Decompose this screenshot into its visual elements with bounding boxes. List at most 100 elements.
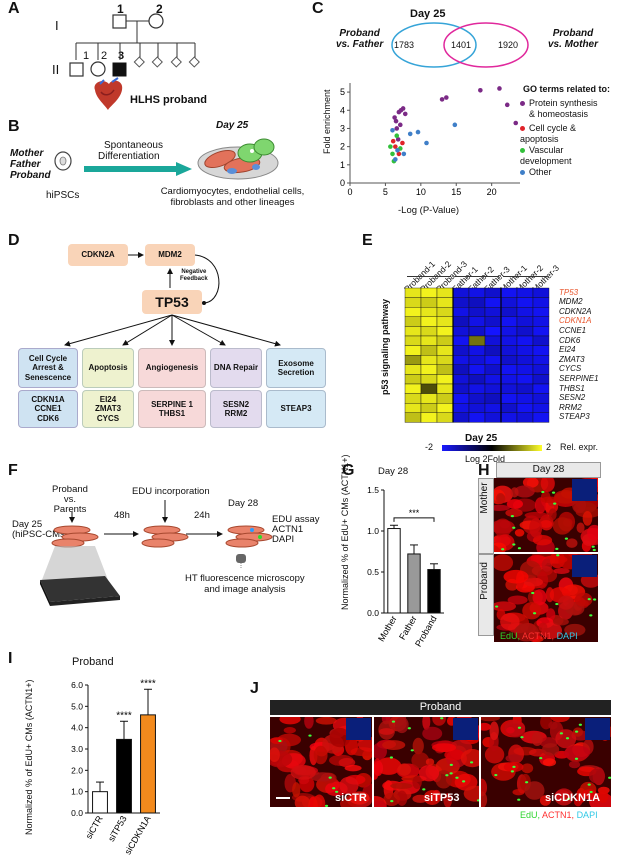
go-legend-label: Cell cycle & apoptosis (520, 123, 577, 144)
heatmap-row-label: THBS1 (559, 383, 585, 393)
category-head-angiogenesis: Angiogenesis (138, 348, 206, 388)
go-legend-item: Cell cycle & apoptosis (520, 123, 617, 145)
sibling2-circle-icon (90, 61, 106, 77)
cell-blob (460, 749, 479, 768)
scatter-point (444, 95, 449, 100)
scatter-point (390, 138, 396, 144)
y-tick-label: 1 (340, 160, 345, 170)
color-scale-bar (442, 445, 542, 451)
edu-nucleus (575, 730, 579, 733)
inset-box (572, 555, 597, 577)
heatmap-grid (404, 287, 550, 423)
inset-box (585, 718, 610, 740)
heatmap-cell (484, 307, 502, 318)
scale-min-label: -2 (425, 442, 434, 452)
heatmap-cell (500, 287, 518, 298)
edu-nucleus (494, 773, 498, 777)
microscopy-caption: HT fluorescence microscopy and image ana… (185, 573, 305, 595)
edu-nucleus (564, 537, 569, 540)
cell-blob (313, 745, 328, 765)
heatmap-cell (532, 354, 550, 365)
cell-blob (500, 613, 520, 631)
scatter-point (394, 133, 400, 139)
cell-blob (290, 764, 316, 780)
scale-max-label: 2 (546, 442, 552, 452)
cell-blob (315, 717, 337, 725)
panel-label-a: A (8, 0, 20, 17)
heatmap-cell (500, 354, 518, 365)
donor-father: Father (10, 159, 41, 170)
edu-nucleus (589, 614, 593, 617)
cell-blob (588, 768, 606, 784)
heatmap-cell (516, 326, 534, 337)
heatmap-cell (436, 364, 454, 375)
heatmap-cell (452, 307, 470, 318)
cell-blob (514, 485, 535, 498)
y-tick-label: 6.0 (71, 680, 83, 690)
miscarriage-diamond-icon (170, 56, 182, 68)
network-arrows (64, 252, 281, 347)
heatmap-cell (532, 345, 550, 356)
y-tick-label: 0.0 (71, 808, 83, 818)
cell-blob (481, 791, 488, 807)
assay-actn1: ACTN1 (272, 524, 304, 535)
edu-nucleus (308, 734, 312, 737)
scatter-point (393, 144, 398, 149)
proband-row-label: Proband (479, 562, 490, 600)
bar (116, 738, 132, 814)
heatmap-cell (436, 307, 454, 318)
cell-blob (522, 478, 539, 488)
y-tick-label: 5 (340, 87, 345, 97)
heatmap-cell (420, 383, 438, 394)
heatmap-cell (532, 412, 550, 423)
scatter-point (401, 151, 407, 157)
edu-nucleus (539, 756, 543, 760)
category-head-apoptosis: Apoptosis (82, 348, 134, 388)
panel-label-j: J (250, 680, 259, 697)
heatmap-cell (436, 287, 454, 298)
heatmap-row-label: CDKN1A (559, 316, 592, 326)
time-48h: 48h (114, 510, 130, 521)
cell-blob (484, 745, 505, 764)
cell-blob (411, 752, 430, 769)
heatmap-cell (516, 335, 534, 346)
edu-nucleus (278, 739, 282, 743)
cell-blob (394, 717, 409, 734)
panel-label-d: D (8, 232, 20, 249)
edu-labeled-cells-icon (225, 525, 273, 548)
venn-left-label-line2: vs. Father (336, 39, 384, 50)
heatmap-cell (500, 393, 518, 404)
day25-cm-label: Day 25 (hiPSC-CMs) (12, 520, 68, 540)
y-tick-label: 1.5 (367, 485, 379, 495)
heatmap-cell (436, 412, 454, 423)
heatmap-row-label: STEAP3 (559, 412, 590, 422)
feedback-line2: Feedback (180, 276, 208, 282)
heatmap-cell (436, 326, 454, 337)
cell-blob (548, 508, 557, 521)
bar (140, 714, 156, 814)
miscarriage-diamond-icon (133, 56, 145, 68)
generation-one-label: I (55, 18, 59, 33)
micrograph-sicdkn1a (481, 717, 611, 807)
bar (92, 791, 108, 814)
heatmap-cell (404, 364, 422, 375)
scatter-point (504, 102, 510, 108)
heatmap-cell (468, 326, 486, 337)
venn-right-count: 1920 (498, 40, 519, 50)
panel-label-g: G (342, 462, 355, 479)
cell-blob (489, 721, 499, 741)
x-tick-label: 15 (451, 187, 461, 197)
go-legend-item: Other (520, 167, 617, 178)
micrograph-label-sitp53: siTP53 (424, 792, 460, 804)
inset-box (346, 718, 371, 740)
micrograph-h-legend: EdU, ACTN1, DAPI (500, 631, 578, 641)
heatmap-cell (532, 374, 550, 385)
mother-row-header: Mother (478, 478, 494, 554)
heatmap-cell (484, 393, 502, 404)
differentiated-cells-icon (197, 138, 279, 180)
micrograph-label-sictr: siCTR (335, 792, 367, 804)
father-square-icon (112, 14, 127, 29)
heatmap-cell (420, 307, 438, 318)
generation-two-label: II (52, 62, 60, 77)
venn-right-label-line1: Proband (552, 28, 594, 39)
